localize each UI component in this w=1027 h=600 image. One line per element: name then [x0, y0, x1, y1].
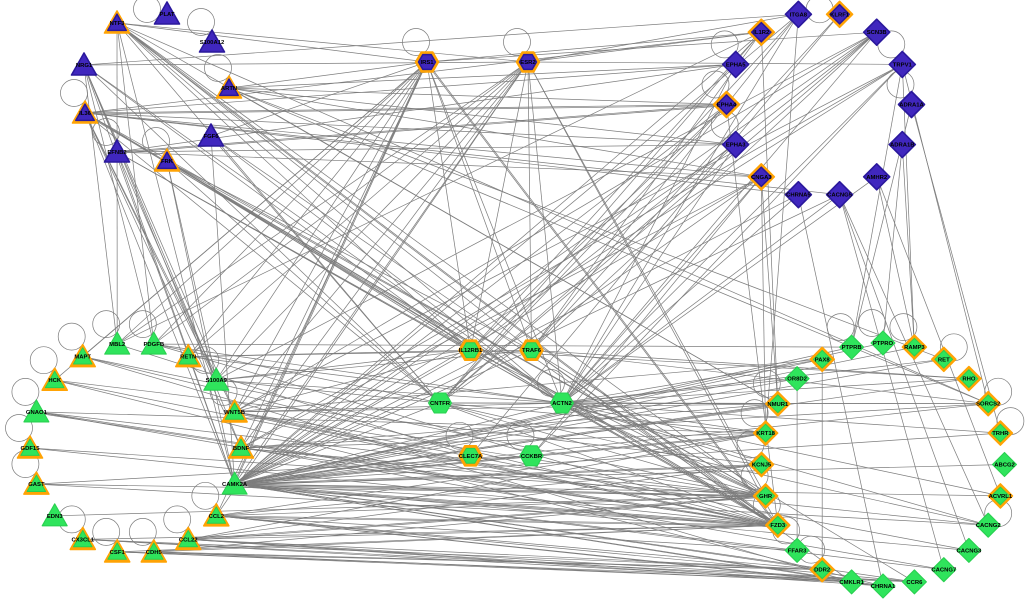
svg-text:CDH5: CDH5 — [146, 550, 163, 556]
svg-text:MBL2: MBL2 — [109, 342, 126, 348]
svg-text:RHO: RHO — [962, 377, 976, 383]
svg-text:GDF15: GDF15 — [21, 446, 41, 452]
svg-text:AMHR2: AMHR2 — [866, 175, 888, 181]
svg-text:FGF6: FGF6 — [203, 134, 219, 140]
svg-text:KCNJ5: KCNJ5 — [752, 463, 772, 469]
svg-text:IL12RB1: IL12RB1 — [459, 348, 483, 354]
svg-text:IL1R2: IL1R2 — [753, 30, 770, 36]
svg-text:RETN: RETN — [180, 355, 196, 361]
svg-text:FZD3: FZD3 — [770, 523, 785, 529]
svg-text:NTF3: NTF3 — [110, 21, 125, 27]
svg-text:PTPRB: PTPRB — [842, 345, 862, 351]
svg-text:ACTN2: ACTN2 — [552, 401, 572, 407]
svg-text:HCK: HCK — [48, 378, 62, 384]
svg-text:ADRA1B: ADRA1B — [890, 143, 915, 149]
svg-text:EDN3: EDN3 — [47, 514, 63, 520]
svg-text:EPHA5: EPHA5 — [726, 62, 746, 68]
svg-text:CACNG5: CACNG5 — [827, 193, 853, 199]
svg-text:CHRNA1: CHRNA1 — [871, 584, 896, 590]
svg-text:TRAF6: TRAF6 — [522, 348, 542, 354]
svg-text:GNAO1: GNAO1 — [26, 410, 48, 416]
svg-text:KRT18: KRT18 — [756, 431, 775, 437]
svg-text:S100A12: S100A12 — [200, 40, 225, 46]
svg-text:NRG1: NRG1 — [76, 63, 93, 69]
svg-text:GAST: GAST — [28, 482, 45, 488]
svg-text:CACNG2: CACNG2 — [976, 523, 1002, 529]
svg-text:ITGA8: ITGA8 — [790, 12, 808, 18]
svg-text:EPHA3: EPHA3 — [726, 143, 746, 149]
svg-text:BDNF: BDNF — [233, 446, 250, 452]
svg-text:CNTFR: CNTFR — [430, 401, 451, 407]
svg-text:ESR2: ESR2 — [520, 60, 536, 66]
svg-text:CX3CL1: CX3CL1 — [72, 537, 95, 543]
svg-text:GHR: GHR — [759, 494, 773, 500]
svg-text:CHRNA5: CHRNA5 — [786, 193, 811, 199]
svg-text:CSF1: CSF1 — [110, 550, 126, 556]
svg-text:PAX8: PAX8 — [815, 357, 831, 363]
svg-text:OR8D2: OR8D2 — [787, 377, 807, 383]
svg-text:ARTN: ARTN — [221, 86, 237, 92]
svg-text:PDGFB: PDGFB — [143, 342, 164, 348]
svg-text:SCN3B: SCN3B — [867, 30, 887, 36]
svg-text:FFAR3: FFAR3 — [788, 548, 807, 554]
svg-text:CCR6: CCR6 — [906, 580, 923, 586]
svg-text:NMUR1: NMUR1 — [767, 402, 789, 408]
svg-text:IL36: IL36 — [79, 111, 92, 117]
svg-text:TRPV1: TRPV1 — [893, 62, 913, 68]
svg-text:PTPRO: PTPRO — [873, 341, 894, 347]
svg-text:PLAT: PLAT — [160, 12, 175, 18]
svg-text:CCKBR: CCKBR — [521, 454, 543, 460]
svg-text:EPHA4: EPHA4 — [717, 103, 737, 109]
svg-text:WNT5B: WNT5B — [224, 410, 245, 416]
svg-text:S100A9: S100A9 — [206, 378, 228, 384]
svg-text:TRHR: TRHR — [992, 431, 1009, 437]
svg-text:IRS1: IRS1 — [420, 60, 434, 66]
svg-text:CCL22: CCL22 — [179, 537, 198, 543]
svg-text:CAMK2A: CAMK2A — [222, 482, 248, 488]
svg-text:CLEC7A: CLEC7A — [459, 454, 483, 460]
svg-text:DDR2: DDR2 — [814, 568, 831, 574]
svg-text:RET: RET — [938, 357, 950, 363]
svg-text:MAPT: MAPT — [74, 355, 91, 361]
svg-text:SORCS2: SORCS2 — [976, 402, 1001, 408]
svg-text:CACNG3: CACNG3 — [956, 548, 982, 554]
svg-text:CNGA3: CNGA3 — [751, 175, 772, 181]
svg-text:CCL2: CCL2 — [209, 514, 225, 520]
svg-text:CACNG7: CACNG7 — [931, 568, 957, 574]
svg-text:EFNB2: EFNB2 — [107, 150, 127, 156]
svg-text:RAMP3: RAMP3 — [904, 345, 925, 351]
svg-text:ADRA1A: ADRA1A — [899, 103, 924, 109]
svg-text:ACVRL1: ACVRL1 — [989, 494, 1013, 500]
svg-text:CMKLR1: CMKLR1 — [839, 580, 864, 586]
svg-text:ABCG2: ABCG2 — [994, 463, 1015, 469]
svg-text:FRK: FRK — [161, 159, 174, 165]
svg-text:KLRF1: KLRF1 — [830, 12, 850, 18]
